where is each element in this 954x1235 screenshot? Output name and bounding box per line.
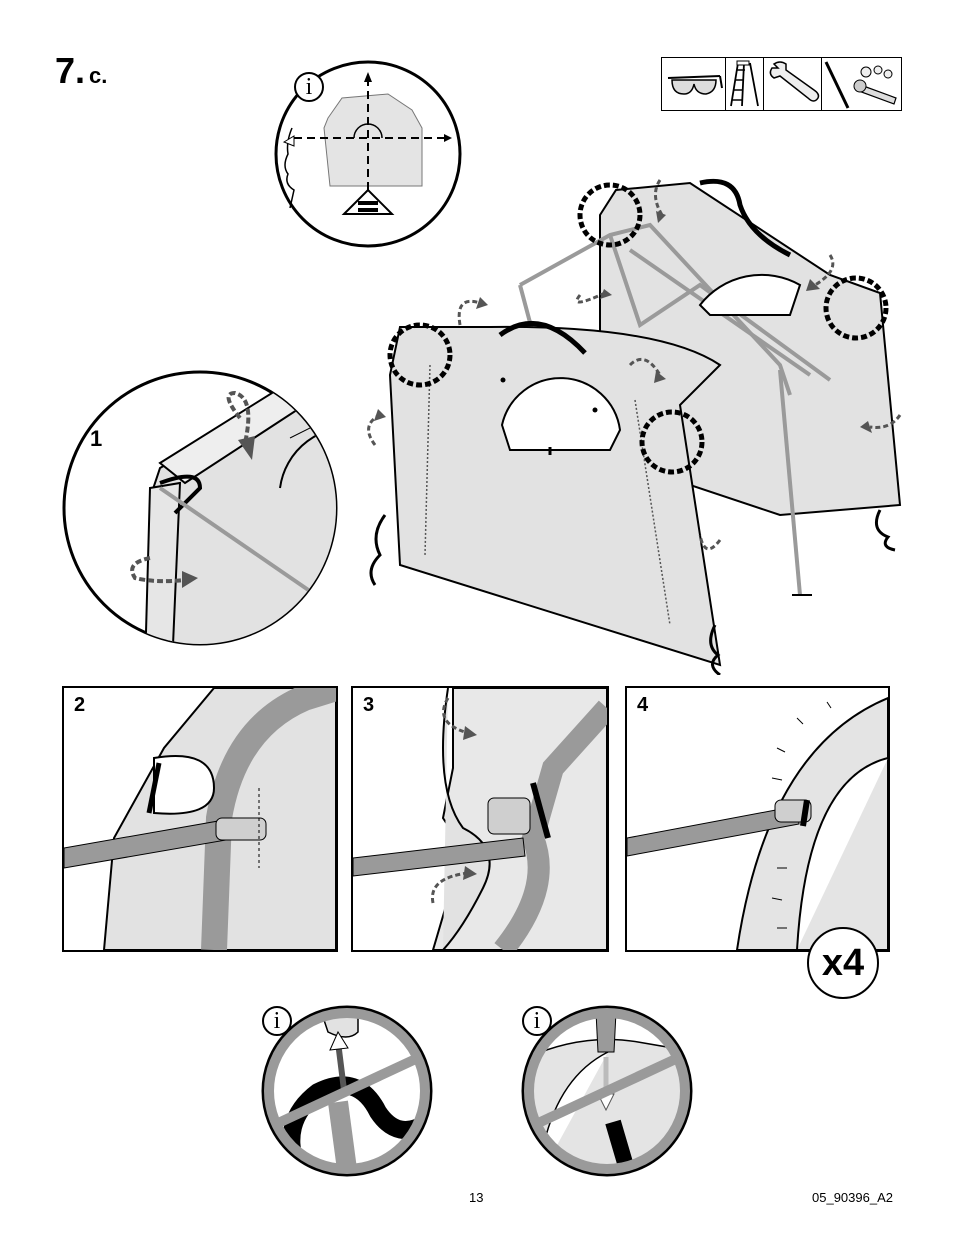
detail-panel-2: 2 [62,686,338,952]
detail-panel-4: 4 [625,686,890,952]
step-substep: c. [89,63,107,88]
page-number: 13 [469,1190,483,1205]
detail-panel-3: 3 [351,686,609,952]
adjustable-wrench-icon [764,58,822,110]
tools-box [661,57,902,111]
info-icon-wrong-2: i [522,1006,552,1036]
wrong-method-diagram-1: i [258,1002,436,1180]
panel-label-3: 3 [363,694,374,717]
info-icon: i [294,72,324,102]
safety-glasses-icon [662,58,726,110]
step-ladder-icon [726,58,764,110]
document-code: 05_90396_A2 [812,1190,893,1205]
step-number: 7. [55,50,85,91]
step-title: 7.c. [55,50,107,92]
socket-wrench-icon [822,58,901,110]
info-icon-wrong-1: i [262,1006,292,1036]
wrong-method-diagram-2: i [518,1002,696,1180]
panel-label-4: 4 [637,694,648,717]
panel-label-1: 1 [90,426,102,452]
repeat-badge: x4 [807,927,879,999]
detail-1-circle: 1 [60,368,340,648]
panel-label-2: 2 [74,694,85,717]
tent-cover-illustration [360,175,920,675]
